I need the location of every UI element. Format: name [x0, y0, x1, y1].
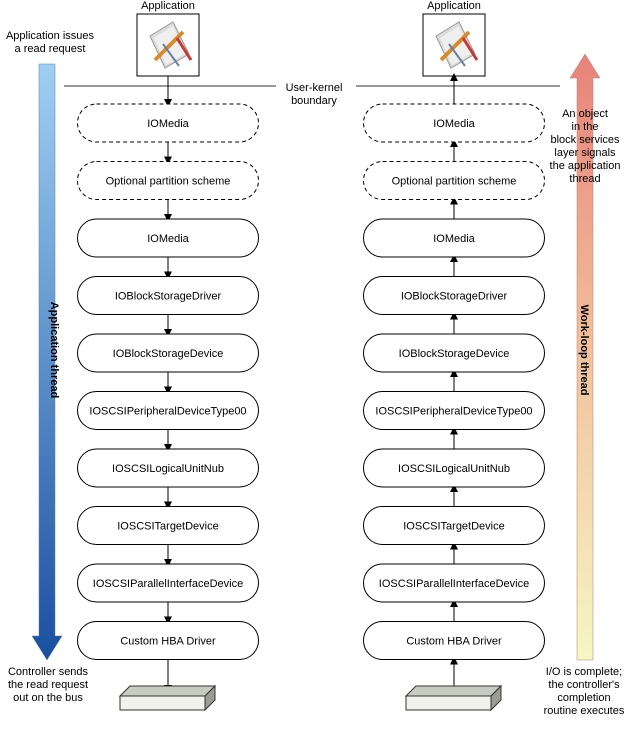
left-bottom-annotation: Controller sends the read request out on…	[0, 666, 96, 705]
right-top-annotation-line1: An object	[562, 108, 608, 120]
left-stack-box-9	[77, 621, 259, 660]
left-stack-box-5	[77, 391, 259, 430]
right-top-annotation-line2: in the	[571, 121, 599, 133]
left-top-annotation-line2: a read request	[14, 43, 86, 55]
right-stack-label-7: IOSCSITargetDevice	[403, 521, 504, 533]
left-top-annotation-line1: Application issues	[5, 30, 95, 42]
right-top-annotation-line5: the application	[549, 160, 621, 172]
right-bottom-annotation-line1: I/O is complete;	[545, 666, 623, 678]
right-bottom-annotation-line4: routine executes	[543, 705, 625, 717]
right-bottom-annotation-line2: the controller's	[548, 679, 620, 691]
right-stack-box-7	[363, 506, 545, 545]
boundary-label-line1: User-kernel	[286, 82, 343, 94]
right-stack-box-0	[363, 103, 545, 143]
left-stack-label-7: IOSCSITargetDevice	[117, 521, 218, 533]
right-stack-label-6: IOSCSILogicalUnitNub	[398, 463, 510, 475]
left-stack-label-5: IOSCSIPeripheralDeviceType00	[89, 406, 246, 418]
left-stack-label-8: IOSCSIParallelInterfaceDevice	[93, 578, 243, 590]
right-top-annotation-line4: layer signals	[554, 147, 616, 159]
right-stack-box-4	[363, 333, 545, 373]
right-top-annotation: An object in the block services layer si…	[538, 108, 632, 186]
right-stack-box-2	[363, 218, 545, 258]
right-stack-label-2: IOMedia	[433, 233, 475, 245]
right-stack-label-8: IOSCSIParallelInterfaceDevice	[379, 578, 529, 590]
right-stack-box-1	[363, 161, 545, 200]
left-top-annotation: Application issues a read request	[0, 30, 100, 56]
right-stack-box-8	[363, 563, 545, 603]
right-bottom-annotation-line3: completion	[557, 692, 611, 704]
work-loop-thread-arrow: Work-loop thread	[569, 53, 601, 661]
left-stack-label-6: IOSCSILogicalUnitNub	[112, 463, 224, 475]
boundary-label-line2: boundary	[291, 95, 337, 107]
left-stack-label-1: Optional partition scheme	[106, 176, 231, 188]
right-stack-label-0: IOMedia	[433, 118, 475, 130]
left-bottom-annotation-line3: out on the bus	[13, 692, 83, 704]
right-stack-label-4: IOBlockStorageDevice	[399, 348, 510, 360]
left-stack-label-0: IOMedia	[147, 118, 189, 130]
left-bottom-annotation-line1: Controller sends	[7, 666, 89, 678]
left-stack-box-3	[77, 276, 259, 315]
left-stack-label-9: Custom HBA Driver	[120, 636, 216, 648]
right-stack-label-3: IOBlockStorageDriver	[401, 291, 508, 303]
right-bottom-annotation: I/O is complete; the controller's comple…	[534, 666, 634, 718]
application-thread-arrow: Application thread	[31, 63, 63, 661]
right-hardware-device-icon	[404, 684, 503, 712]
left-hardware-device-icon	[118, 684, 217, 712]
left-stack-box-1	[77, 161, 259, 200]
right-application-label: Application	[427, 0, 481, 12]
right-stack-label-5: IOSCSIPeripheralDeviceType00	[375, 406, 532, 418]
left-stack-label-4: IOBlockStorageDevice	[113, 348, 224, 360]
left-stack-box-2	[77, 218, 259, 258]
left-stack-label-3: IOBlockStorageDriver	[115, 291, 222, 303]
left-stack-box-0	[77, 103, 259, 143]
right-top-annotation-line6: thread	[569, 173, 601, 185]
left-bottom-annotation-line2: the read request	[7, 679, 89, 691]
left-stack-box-4	[77, 333, 259, 373]
right-stack-label-9: Custom HBA Driver	[406, 636, 502, 648]
right-stack-label-1: Optional partition scheme	[392, 176, 517, 188]
left-application-label: Application	[141, 0, 195, 12]
left-application-icon	[136, 13, 200, 77]
right-application-icon	[422, 13, 486, 77]
left-stack-box-7	[77, 506, 259, 545]
right-stack-box-9	[363, 621, 545, 660]
left-stack-box-8	[77, 563, 259, 603]
left-stack-box-6	[77, 448, 259, 488]
right-top-annotation-line3: block services	[550, 134, 620, 146]
application-thread-label: Application thread	[48, 302, 60, 399]
left-stack-label-2: IOMedia	[147, 233, 189, 245]
right-stack-box-3	[363, 276, 545, 315]
right-stack-box-5	[363, 391, 545, 430]
right-stack-box-6	[363, 448, 545, 488]
work-loop-thread-label: Work-loop thread	[578, 305, 590, 396]
